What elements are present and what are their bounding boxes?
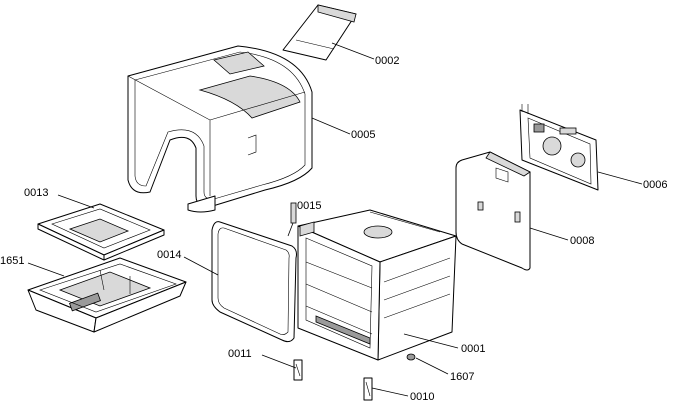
part-0015-bracket (287, 202, 297, 237)
label-0011: 0011 (228, 348, 252, 360)
part-0010-clip (363, 377, 373, 401)
leader-lines (27, 42, 643, 397)
label-0001: 0001 (461, 343, 485, 355)
part-1651-base-tray (27, 257, 187, 333)
label-0006: 0006 (643, 179, 667, 191)
label-0005: 0005 (351, 129, 375, 141)
part-0008-back-panel (455, 151, 531, 271)
part-0005-outer-casing (127, 45, 313, 213)
label-0002: 0002 (375, 55, 399, 67)
part-0001-oven-cavity (297, 209, 457, 361)
part-labels: 0002 0005 0013 1651 0014 0015 0006 0008 … (0, 55, 667, 401)
label-0008: 0008 (570, 235, 594, 247)
label-0014: 0014 (157, 249, 181, 261)
part-0014-side-panel (211, 221, 297, 343)
label-1607: 1607 (450, 371, 474, 383)
part-0013-tray (37, 203, 165, 261)
part-0002-top-plate (282, 4, 357, 61)
part-1607-screw (406, 353, 416, 361)
label-0010: 0010 (410, 391, 434, 401)
label-0013: 0013 (24, 187, 48, 199)
part-0006-rear-frame (519, 104, 599, 191)
label-1651: 1651 (0, 255, 24, 267)
label-0015: 0015 (297, 200, 321, 212)
part-0011-clip (293, 359, 303, 381)
